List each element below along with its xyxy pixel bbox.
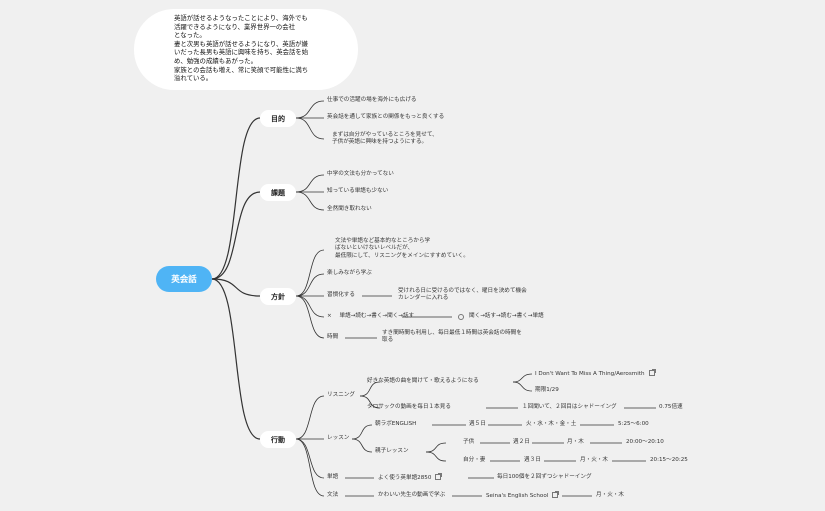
link-policy-4 bbox=[295, 295, 325, 318]
policy-item-time[interactable]: 時間 bbox=[327, 334, 339, 340]
words-book[interactable]: よく使う英単語2850 bbox=[378, 473, 443, 482]
link-listening-song bbox=[359, 381, 381, 397]
node-line: カレンダーに入れる bbox=[398, 295, 449, 302]
listening-song[interactable]: 好きな英語の曲を聞けて・歌えるようになる bbox=[367, 378, 479, 384]
action-lesson[interactable]: レッスン bbox=[327, 435, 350, 441]
link-root-action bbox=[211, 278, 261, 440]
link-listening-video bbox=[359, 395, 381, 409]
purpose-item-family[interactable]: 英会話を通して家族との関係をもっと良くする bbox=[327, 114, 445, 120]
lesson-self-freq[interactable]: 週３日 bbox=[524, 457, 541, 463]
link-purpose-1 bbox=[295, 100, 325, 119]
lesson-morning-freq[interactable]: 週５日 bbox=[469, 421, 486, 427]
callout-line: 英語が話せるようなったことにより、海外でも bbox=[174, 14, 308, 22]
lesson-morning-days[interactable]: 火・水・木・金・土 bbox=[526, 421, 577, 427]
link-song-deadline bbox=[512, 381, 533, 392]
node-line: 最低限にして、リスニングをメインにすすめていく。 bbox=[335, 252, 469, 259]
callout-line: 妻と次男も英語が話せるようになり、英語が嫌 bbox=[174, 39, 308, 48]
grammar-school[interactable]: Seina's English School bbox=[486, 491, 560, 500]
link-policy-5 bbox=[295, 295, 325, 339]
external-link-icon[interactable] bbox=[435, 473, 443, 480]
lesson-child-freq[interactable]: 週２日 bbox=[513, 439, 530, 445]
listening-song-title[interactable]: I Don't Want To Miss A Thing/Aerosmith bbox=[535, 369, 656, 378]
node-line: 文法や単語など基本的なところから学 bbox=[335, 238, 431, 244]
purpose-item-children[interactable]: まずは自分がやっているところを見せて、 子供が英語に興味を持つようにする。 bbox=[332, 132, 438, 147]
policy-habit-detail[interactable]: 受けれる日に受けるのではなく、曜日を決めて機会 カレンダーに入れる bbox=[398, 288, 527, 303]
lesson-self-time[interactable]: 20:15～20:25 bbox=[650, 457, 688, 463]
link-lesson-morning bbox=[351, 424, 373, 440]
topic-policy[interactable]: 方針 bbox=[260, 288, 296, 305]
action-words[interactable]: 単語 bbox=[327, 474, 339, 480]
link-root-issue bbox=[211, 191, 261, 280]
link-issue-3 bbox=[295, 191, 325, 211]
callout-line: 家族との会話も増え、常に笑顔で可能性に満ち bbox=[174, 65, 309, 74]
external-link-icon[interactable] bbox=[552, 491, 560, 498]
callout-line: め、勉強の成績もあがった。 bbox=[174, 56, 258, 65]
link-root-purpose bbox=[211, 117, 261, 280]
node-line: まずは自分がやっているところを見せて、 bbox=[332, 132, 438, 138]
node-label: よく使う英単語2850 bbox=[378, 475, 432, 481]
link-action-listening bbox=[295, 395, 325, 440]
grammar-video[interactable]: かわいい先生の動画で学ぶ bbox=[378, 492, 446, 498]
policy-item-habit[interactable]: 習慣化する bbox=[327, 292, 355, 298]
node-label: 単語→読む→書く→聞く→話す bbox=[339, 313, 415, 319]
purpose-item-overseas[interactable]: 仕事での活躍の場を海外にも広げる bbox=[327, 97, 417, 103]
policy-item-enjoy[interactable]: 楽しみながら学ぶ bbox=[327, 270, 372, 276]
external-link-icon[interactable] bbox=[648, 369, 656, 376]
callout-line: いだった長男も英語に興味を持ち、英会話を始 bbox=[174, 48, 309, 57]
lesson-child[interactable]: 子供 bbox=[463, 439, 475, 445]
policy-time-detail[interactable]: すき間時間も利用し、毎日最低１時間は英会話の時間を 取る bbox=[382, 330, 522, 345]
node-line: 受けれる日に受けるのではなく、曜日を決めて機会 bbox=[398, 288, 527, 294]
link-policy-1 bbox=[295, 249, 325, 297]
grammar-days[interactable]: 月・火・木 bbox=[596, 492, 624, 498]
topic-purpose[interactable]: 目的 bbox=[260, 110, 296, 127]
node-line: ばないといけないレベルだが、 bbox=[335, 245, 414, 252]
link-lesson-parent bbox=[351, 438, 373, 453]
node-line: 取る bbox=[382, 337, 394, 344]
callout-bubble[interactable] bbox=[134, 9, 358, 90]
issue-item-listening[interactable]: 全然聞き取れない bbox=[327, 206, 372, 212]
policy-order-adopted[interactable]: 聞く→話す→読む→書く→単語 bbox=[469, 313, 544, 319]
action-listening[interactable]: リスニング bbox=[327, 392, 355, 398]
cross-mark-icon: × bbox=[327, 313, 332, 319]
lesson-morning[interactable]: 朝ラボENGLISH bbox=[375, 421, 417, 427]
node-label: I Don't Want To Miss A Thing/Aerosmith bbox=[535, 371, 645, 377]
link-action-words bbox=[295, 438, 325, 479]
root-topic[interactable]: 英会話 bbox=[156, 266, 212, 292]
listening-video-method[interactable]: １回聞いて、２回目はシャドーイング bbox=[522, 404, 617, 410]
link-action-grammar bbox=[295, 438, 325, 497]
circle-mark-icon bbox=[458, 314, 464, 320]
link-policy-2 bbox=[295, 273, 325, 297]
policy-order-rejected[interactable]: × 単語→読む→書く→聞く→話す bbox=[327, 313, 414, 320]
lesson-child-time[interactable]: 20:00～20:10 bbox=[626, 439, 664, 445]
link-song-title bbox=[512, 373, 533, 383]
lesson-self[interactable]: 自分・妻 bbox=[463, 457, 486, 463]
node-line: 子供が英語に興味を持つようにする。 bbox=[332, 139, 428, 146]
link-parent-self bbox=[425, 451, 447, 462]
lesson-morning-time[interactable]: 5:25～6:00 bbox=[618, 421, 649, 427]
listening-video[interactable]: タロサックの動画を毎日１本見る bbox=[367, 404, 451, 410]
topic-issue[interactable]: 課題 bbox=[260, 184, 296, 201]
issue-item-grammar[interactable]: 中学の文法も分かってない bbox=[327, 171, 394, 177]
words-method[interactable]: 毎日100個を２回ずつシャドーイング bbox=[497, 474, 592, 480]
lesson-child-days[interactable]: 月・木 bbox=[567, 439, 584, 445]
link-purpose-3 bbox=[295, 117, 325, 140]
listening-deadline[interactable]: 期限1/29 bbox=[535, 387, 559, 393]
node-line: すき間時間も利用し、毎日最低１時間は英会話の時間を bbox=[382, 330, 522, 336]
link-parent-child bbox=[425, 442, 447, 453]
callout-text: 英語が話せるようなったことにより、海外でも 活躍できるようになり、業界世界一の会… bbox=[174, 14, 326, 83]
callout-line: となった。 bbox=[174, 31, 206, 40]
callout-line: 活躍できるようになり、業界世界一の会社 bbox=[174, 22, 296, 31]
policy-item-basics[interactable]: 文法や単語など基本的なところから学 ばないといけないレベルだが、 最低限にして、… bbox=[335, 238, 469, 260]
lesson-parent-child[interactable]: 親子レッスン bbox=[375, 448, 409, 454]
link-issue-1 bbox=[295, 174, 325, 193]
link-root-policy bbox=[211, 278, 261, 297]
action-grammar[interactable]: 文法 bbox=[327, 492, 339, 498]
topic-action[interactable]: 行動 bbox=[260, 431, 296, 448]
callout-line: 溢れている。 bbox=[174, 74, 213, 83]
lesson-self-days[interactable]: 月・火・木 bbox=[580, 457, 608, 463]
issue-item-vocab[interactable]: 知っている単語も少ない bbox=[327, 188, 389, 194]
node-label: Seina's English School bbox=[486, 493, 549, 499]
listening-video-speed[interactable]: 0.75倍速 bbox=[659, 404, 683, 410]
